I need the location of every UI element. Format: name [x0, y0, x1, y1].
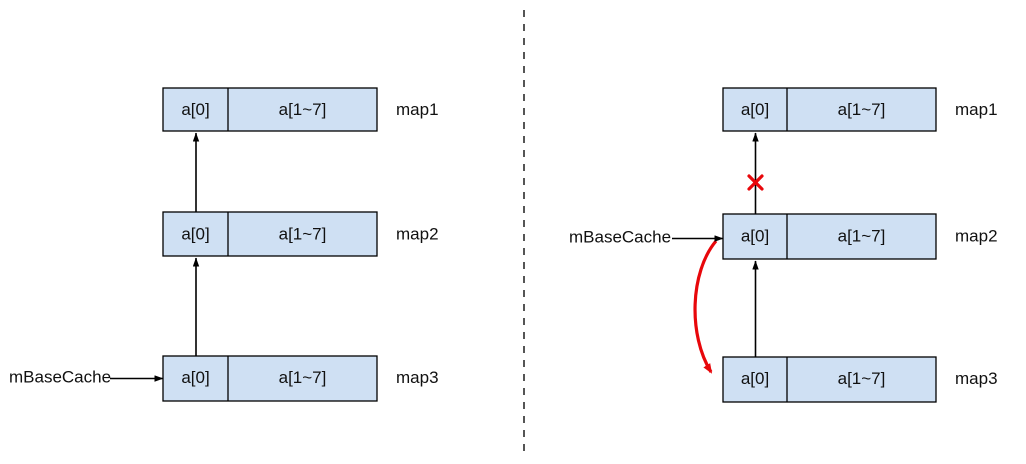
left-map3-cell-0: a[0] — [181, 368, 209, 387]
right-map1-label: map1 — [955, 100, 998, 119]
right-map1-box[interactable] — [722, 87, 937, 132]
right-map1-cell-1: a[1~7] — [838, 100, 886, 119]
right-link-map2-to-map3-redirect — [693, 239, 718, 374]
left-map2-row: a[0] a[1~7] map2 — [162, 211, 439, 257]
left-map2-cell-1: a[1~7] — [279, 224, 327, 243]
right-map3-label: map3 — [955, 369, 998, 388]
broken-link-x-icon — [747, 174, 764, 191]
right-map1-row: a[0] a[1~7] map1 — [722, 87, 998, 132]
left-map1-cell-1: a[1~7] — [279, 100, 327, 119]
left-map1-box[interactable] — [162, 87, 378, 132]
right-map2-label: map2 — [955, 226, 998, 245]
left-map1-cell-0: a[0] — [181, 100, 209, 119]
right-map2-row: a[0] a[1~7] map2 — [722, 213, 998, 260]
left-panel: a[0] a[1~7] map1 a[0] a[1~7] map2 a[0] a… — [9, 87, 439, 402]
left-map3-cell-1: a[1~7] — [279, 368, 327, 387]
right-map1-cell-0: a[0] — [741, 100, 769, 119]
left-map1-row: a[0] a[1~7] map1 — [162, 87, 439, 132]
right-map3-cell-0: a[0] — [741, 369, 769, 388]
left-map3-row: a[0] a[1~7] map3 — [162, 355, 439, 402]
right-map2-cell-0: a[0] — [741, 226, 769, 245]
left-pointer-label: mBaseCache — [9, 367, 111, 386]
right-panel: a[0] a[1~7] map1 a[0] a[1~7] map2 a[0] a… — [569, 87, 998, 403]
left-map2-label: map2 — [396, 224, 439, 243]
left-map2-box[interactable] — [162, 211, 378, 257]
left-map2-cell-0: a[0] — [181, 224, 209, 243]
right-map2-box[interactable] — [722, 213, 937, 260]
right-map3-row: a[0] a[1~7] map3 — [722, 356, 998, 403]
left-map3-label: map3 — [396, 368, 439, 387]
right-map3-box[interactable] — [722, 356, 937, 403]
left-map1-label: map1 — [396, 100, 439, 119]
right-map3-cell-1: a[1~7] — [838, 369, 886, 388]
right-map2-cell-1: a[1~7] — [838, 226, 886, 245]
right-pointer-label: mBaseCache — [569, 227, 671, 246]
